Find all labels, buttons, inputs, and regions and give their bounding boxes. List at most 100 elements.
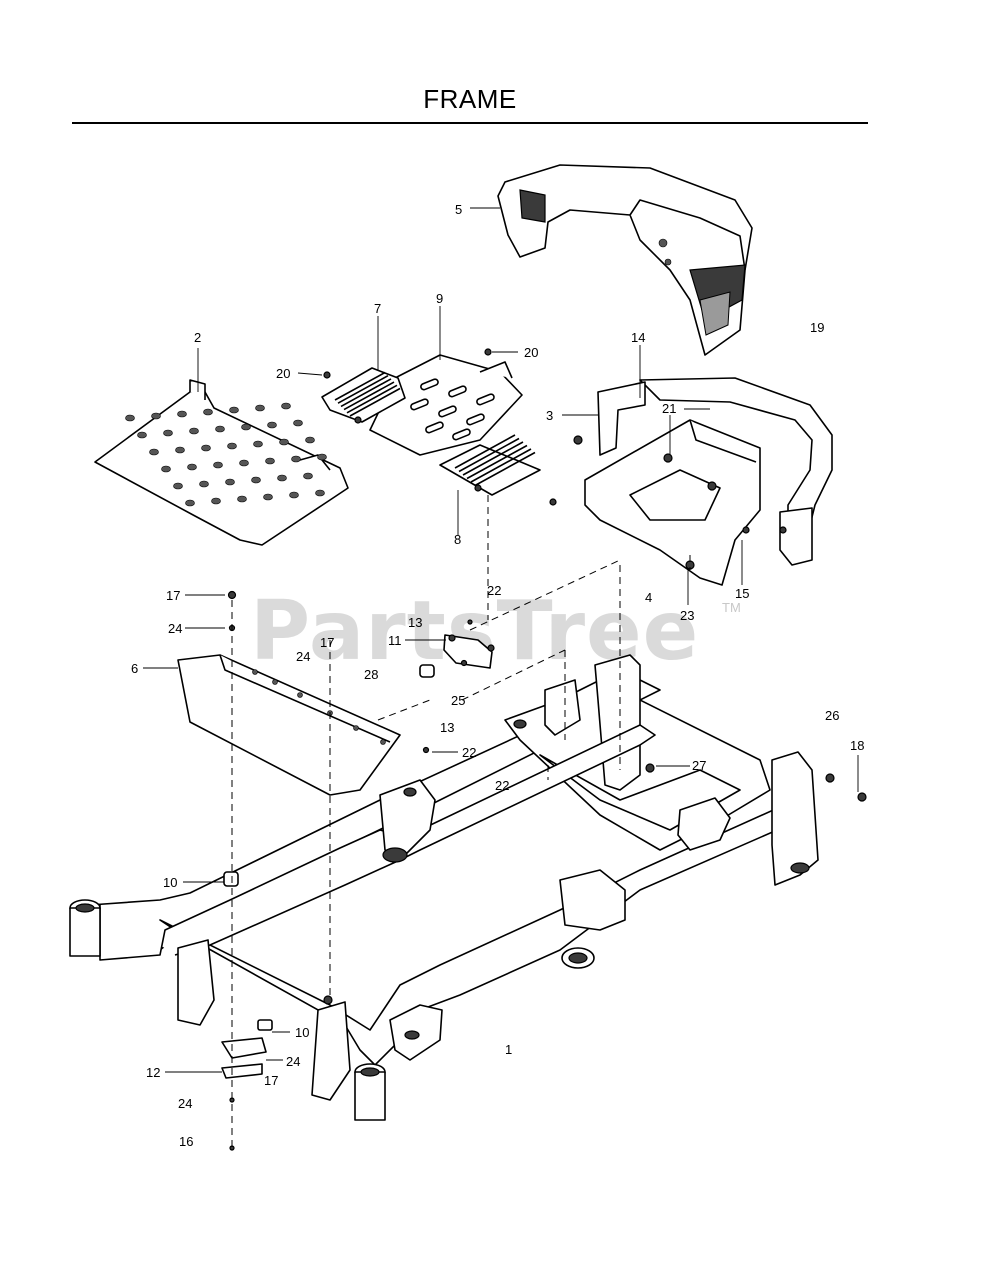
hardware-stack-left: [221, 348, 492, 1151]
floor-plate-hole: [227, 442, 237, 450]
panel-hole: [252, 669, 258, 675]
callout-10-upper: 10: [163, 875, 177, 890]
floor-plate-hole: [149, 448, 159, 456]
floor-plate-hole: [253, 440, 263, 448]
callout-27: 27: [692, 758, 706, 773]
callout-12: 12: [146, 1065, 160, 1080]
diagram-title: FRAME: [423, 84, 517, 114]
callout-20-right: 20: [524, 345, 538, 360]
bracket-slot: [452, 428, 471, 441]
floor-plate-hole: [185, 499, 195, 507]
floor-plate-hole: [317, 453, 327, 461]
panel-hole: [353, 725, 359, 731]
callout-24-middle: 24: [296, 649, 310, 664]
panel-hole: [297, 692, 303, 698]
part-28-bushing: [419, 664, 435, 678]
floor-plate-hole: [213, 461, 223, 469]
floor-plate-hole: [279, 438, 289, 446]
callout-16: 16: [179, 1134, 193, 1149]
floor-plate-hole: [251, 476, 261, 484]
floor-plate-hole: [215, 425, 225, 433]
callout-28: 28: [364, 667, 378, 682]
leader-lines: [143, 207, 859, 1073]
floor-plate-hole: [211, 497, 221, 505]
callout-23: 23: [680, 608, 694, 623]
callout-17-upper: 17: [166, 588, 180, 603]
floor-plate-hole: [225, 478, 235, 486]
part-7-foot-pad: [321, 367, 406, 424]
callout-17-middle: 17: [320, 635, 334, 650]
floor-plate-hole: [265, 457, 275, 465]
part-4-seat-plate: [584, 419, 761, 586]
callout-9: 9: [436, 291, 443, 306]
floor-plate-hole: [277, 474, 287, 482]
callout-17-lower: 17: [264, 1073, 278, 1088]
callout-24-right: 24: [286, 1054, 300, 1069]
callout-2: 2: [194, 330, 201, 345]
callout-13-lower: 13: [440, 720, 454, 735]
floor-plate-hole: [187, 463, 197, 471]
floor-plate-hole: [175, 446, 185, 454]
floor-plate-hole: [291, 455, 301, 463]
part-5-rear-shroud: [497, 164, 753, 356]
bracket-slot: [425, 421, 444, 434]
callout-26: 26: [825, 708, 839, 723]
floor-plate-hole: [151, 412, 161, 420]
callout-19: 19: [810, 320, 824, 335]
part-9-bracket: [369, 354, 523, 456]
floor-plate-hole: [199, 480, 209, 488]
floor-plate-hole: [263, 493, 273, 501]
foot-pad-rib: [466, 444, 528, 480]
foot-pad-rib: [337, 374, 389, 404]
floor-plate-hole: [289, 491, 299, 499]
bracket-slot: [420, 378, 439, 391]
part-11-plate: [443, 634, 495, 669]
foot-pad-rib: [340, 378, 392, 408]
callout-8: 8: [454, 532, 461, 547]
floor-plate-hole: [203, 408, 213, 416]
callout-24-lower: 24: [178, 1096, 192, 1111]
panel-hole: [272, 679, 278, 685]
callout-22-lower: 22: [495, 778, 509, 793]
foot-pad-rib: [474, 451, 536, 487]
floor-plate-hole: [239, 459, 249, 467]
callout-3: 3: [546, 408, 553, 423]
floor-plate-hole: [189, 427, 199, 435]
callout-6: 6: [131, 661, 138, 676]
callout-18: 18: [850, 738, 864, 753]
callout-14: 14: [631, 330, 645, 345]
callout-10-lower: 10: [295, 1025, 309, 1040]
bracket-slot: [466, 413, 485, 426]
bracket-slot: [448, 385, 467, 398]
alignment-lines: [231, 495, 691, 1150]
title-rule: [72, 122, 868, 124]
floor-plate-hole: [229, 406, 239, 414]
panel-hole: [380, 739, 386, 745]
callout-22-middle: 22: [462, 745, 476, 760]
foot-pad-rib: [334, 371, 386, 401]
floor-plate-hole: [173, 482, 183, 490]
floor-plate-hole: [137, 431, 147, 439]
floor-plate-hole: [305, 436, 315, 444]
floor-plate-hole: [161, 465, 171, 473]
floor-plate-hole: [293, 419, 303, 427]
callout-4: 4: [645, 590, 652, 605]
floor-plate-hole: [177, 410, 187, 418]
bracket-slot: [410, 398, 429, 411]
floor-plate-hole: [315, 489, 325, 497]
callout-7: 7: [374, 301, 381, 316]
floor-plate-hole: [163, 429, 173, 437]
callout-5: 5: [455, 202, 462, 217]
foot-pad-rib: [454, 434, 516, 469]
floor-plate-hole: [281, 402, 291, 410]
foot-pad-rib: [470, 448, 532, 483]
foot-pad-rib: [458, 437, 520, 473]
callout-labels: 1 2 3 4 5 6 7 8 9 10 10 11 12 13 13 14 1…: [131, 202, 864, 1149]
part-2-floor-plate: [94, 379, 349, 546]
part-6-front-panel: [177, 654, 401, 796]
floor-plate-hole: [201, 444, 211, 452]
bracket-slot: [476, 393, 495, 406]
callout-20-left: 20: [276, 366, 290, 381]
part-19-rear-bumper: [639, 377, 833, 566]
foot-pad-rib: [346, 384, 398, 414]
